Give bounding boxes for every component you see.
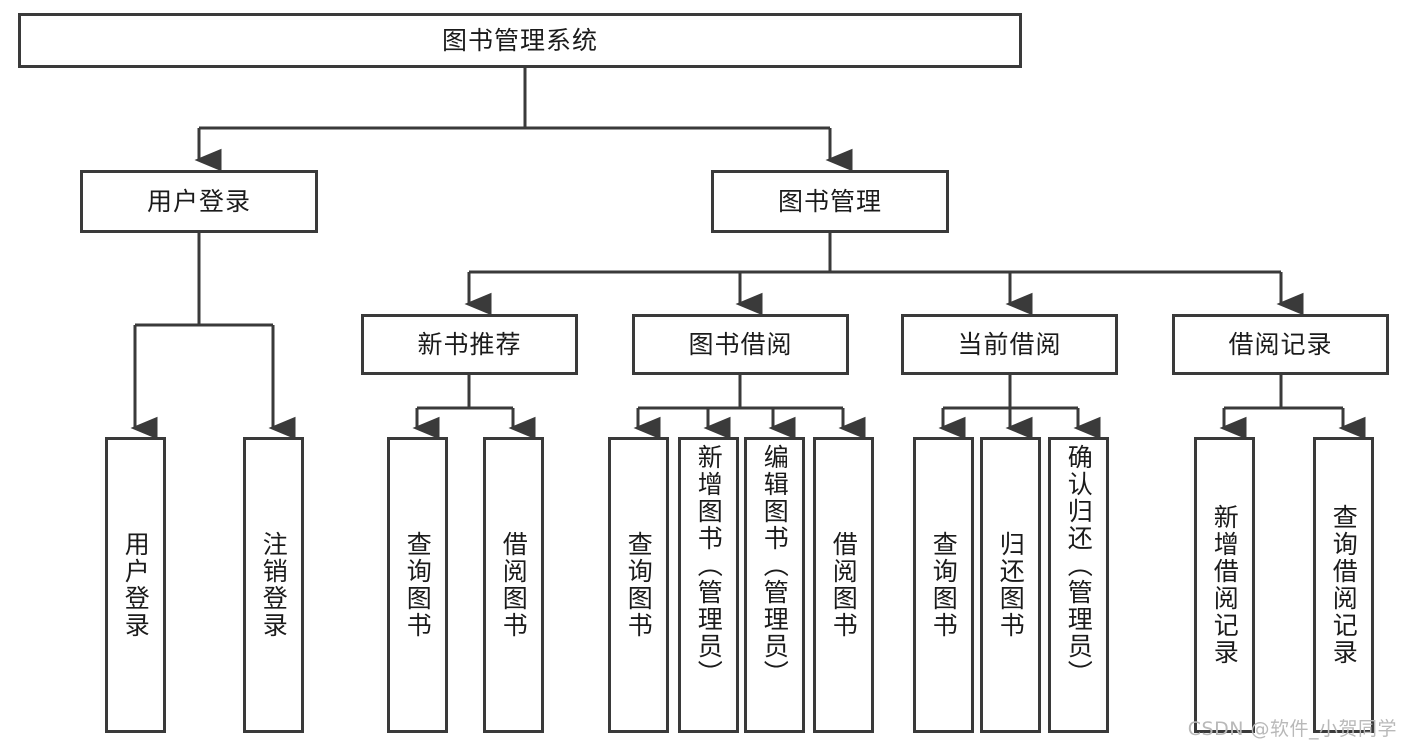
leaf-user-login-signout[interactable]: 注销登录 — [243, 437, 304, 733]
node-book-management[interactable]: 图书管理 — [711, 170, 949, 233]
leaf-borrow-edit-book-admin[interactable]: 编辑图书（管理员） — [744, 437, 805, 733]
leaf-borrow-borrow-book[interactable]: 借阅图书 — [813, 437, 874, 733]
leaf-record-add-borrow-record[interactable]: 新增借阅记录 — [1194, 437, 1255, 733]
node-label: 当前借阅 — [957, 329, 1062, 359]
node-label: 查询图书 — [929, 531, 959, 639]
node-book-borrowing[interactable]: 图书借阅 — [632, 314, 849, 375]
leaf-borrow-add-book-admin[interactable]: 新增图书（管理员） — [678, 437, 739, 733]
node-label: 借阅记录 — [1228, 329, 1333, 359]
node-current-borrowing[interactable]: 当前借阅 — [901, 314, 1118, 375]
node-label: 新增借阅记录 — [1210, 504, 1240, 666]
leaf-record-query-borrow-record[interactable]: 查询借阅记录 — [1313, 437, 1374, 733]
node-label: 新书推荐 — [417, 329, 522, 359]
leaf-current-query-book[interactable]: 查询图书 — [913, 437, 974, 733]
node-label: 查询借阅记录 — [1329, 504, 1359, 666]
node-label: 注销登录 — [259, 531, 289, 639]
node-label: 借阅图书 — [829, 531, 859, 639]
node-label: 图书借阅 — [688, 329, 793, 359]
node-label: 借阅图书 — [499, 531, 529, 639]
node-label: 查询图书 — [403, 531, 433, 639]
node-label: 新增图书（管理员） — [694, 444, 724, 687]
leaf-current-confirm-return-admin[interactable]: 确认归还（管理员） — [1048, 437, 1109, 733]
leaf-user-login-signin[interactable]: 用户登录 — [105, 437, 166, 733]
leaf-current-return-book[interactable]: 归还图书 — [980, 437, 1041, 733]
node-label: 编辑图书（管理员） — [760, 444, 790, 687]
leaf-recommend-query-book[interactable]: 查询图书 — [387, 437, 448, 733]
leaf-borrow-query-book[interactable]: 查询图书 — [608, 437, 669, 733]
leaf-recommend-borrow-book[interactable]: 借阅图书 — [483, 437, 544, 733]
node-root-book-management-system[interactable]: 图书管理系统 — [18, 13, 1022, 68]
node-label: 图书管理系统 — [441, 25, 598, 55]
csdn-watermark: CSDN @软件_小贺同学 — [1187, 718, 1397, 740]
node-label: 用户登录 — [146, 186, 251, 216]
node-label: 图书管理 — [777, 186, 882, 216]
node-label: 查询图书 — [624, 531, 654, 639]
node-label: 确认归还（管理员） — [1064, 444, 1094, 687]
node-user-login[interactable]: 用户登录 — [80, 170, 318, 233]
node-label: 归还图书 — [996, 531, 1026, 639]
node-new-book-recommendation[interactable]: 新书推荐 — [361, 314, 578, 375]
node-borrowing-records[interactable]: 借阅记录 — [1172, 314, 1389, 375]
node-label: 用户登录 — [121, 531, 151, 639]
